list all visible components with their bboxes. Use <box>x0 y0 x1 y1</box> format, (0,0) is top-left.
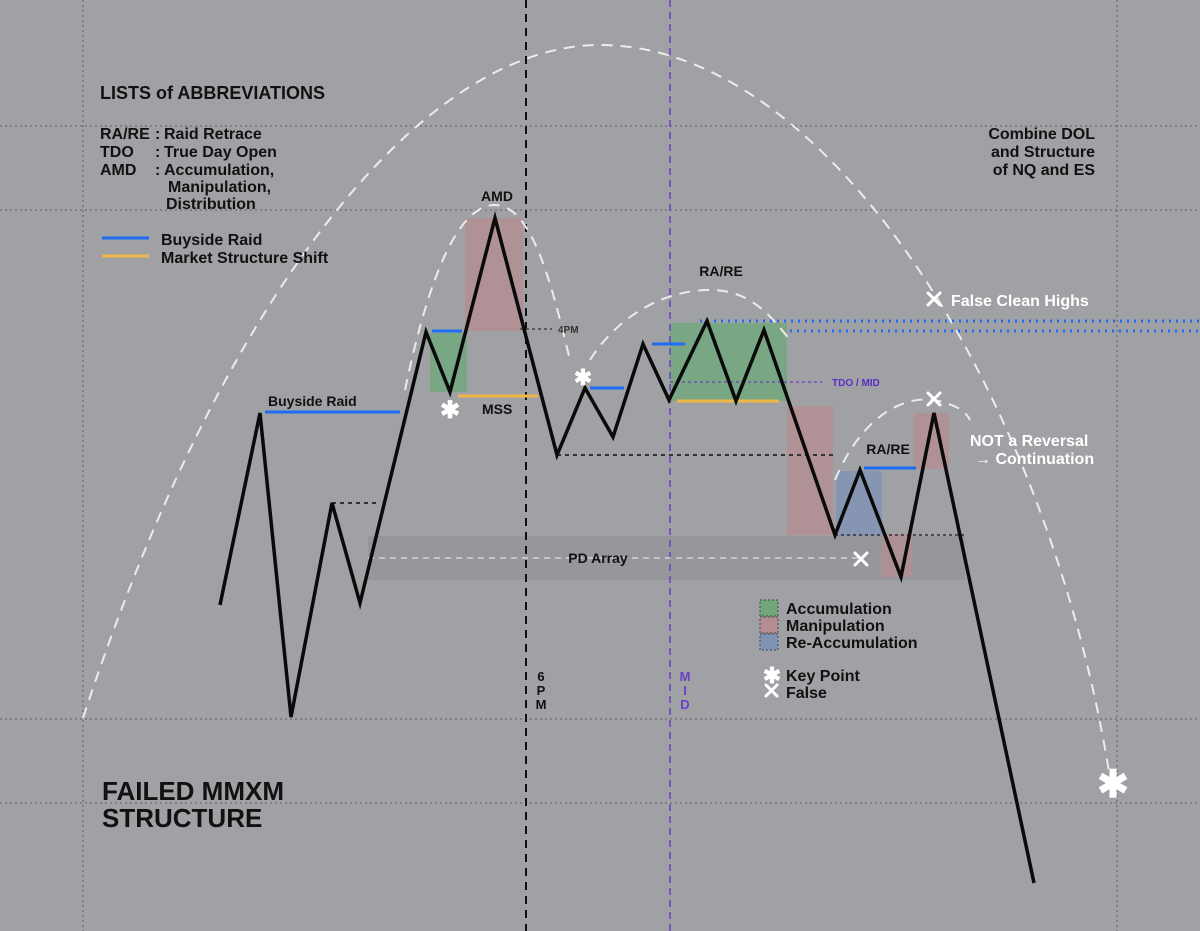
abbrev-sep: : <box>155 144 160 161</box>
rare-top-label: RA/RE <box>699 263 743 279</box>
rare-right-label: RA/RE <box>866 441 910 457</box>
tdo-mid-label: TDO / MID <box>832 378 880 389</box>
svg-text:FAILED MMXM: FAILED MMXM <box>102 776 284 806</box>
manipulation-swatch <box>759 616 779 634</box>
accumulation-zone <box>430 333 467 392</box>
large-arc <box>82 43 1111 779</box>
not-reversal-note: NOT a Reversal → Continuation <box>970 433 1094 468</box>
asterisk-icon: ✱ <box>763 663 781 688</box>
manipulation-zone <box>465 218 523 331</box>
abbrev-key: TDO <box>100 144 134 161</box>
abbrev-sep: : <box>155 126 160 143</box>
six-pm-label: 6 P M <box>536 669 547 712</box>
svg-text:and Structure: and Structure <box>991 144 1095 161</box>
abbrev-title: LISTS of ABBREVIATIONS <box>100 83 325 103</box>
mss-lines <box>458 394 779 403</box>
false-clean-highs-label: False Clean Highs <box>951 293 1089 310</box>
mss-annotation: MSS <box>482 401 512 417</box>
svg-text:I: I <box>683 683 687 698</box>
abbrev-key: RA/RE <box>100 126 150 143</box>
false-x-icon <box>926 291 942 307</box>
abbrev-value: Manipulation, <box>168 179 271 196</box>
abbrev-value: Raid Retrace <box>164 126 262 143</box>
legend-label: Market Structure Shift <box>161 250 329 267</box>
amd-arc <box>404 203 571 391</box>
rare-right-arc <box>834 398 971 481</box>
false-markers <box>853 291 942 567</box>
svg-text:M: M <box>536 697 547 712</box>
legend-label: Manipulation <box>786 618 885 635</box>
legend-label: Key Point <box>786 668 860 685</box>
footer-title: FAILED MMXM STRUCTURE <box>102 776 284 833</box>
reference-lines <box>332 319 1200 559</box>
four-pm-label: 4PM <box>558 325 579 336</box>
key-points: ✱ ✱ ✱ <box>440 365 1129 806</box>
key-point-icon: ✱ <box>574 365 592 390</box>
mid-label: M I D <box>680 669 691 712</box>
rare-top-arc <box>589 288 791 361</box>
svg-text:STRUCTURE: STRUCTURE <box>102 803 262 833</box>
buyside-raid-annotation: Buyside Raid <box>268 393 357 409</box>
svg-text:of NQ and ES: of NQ and ES <box>993 162 1096 179</box>
abbrev-value: True Day Open <box>164 144 277 161</box>
legend-label: Accumulation <box>786 601 892 618</box>
svg-text:6: 6 <box>537 669 544 684</box>
abbrev-sep: : <box>155 162 160 179</box>
abbrev-list: RA/RE : Raid Retrace TDO : True Day Open… <box>100 126 277 213</box>
svg-text:P: P <box>537 683 546 698</box>
abbrev-value: Accumulation, <box>164 162 274 179</box>
manipulation-zone <box>787 406 833 535</box>
legend-label: Re-Accumulation <box>786 635 918 652</box>
svg-text:→ Continuation: → Continuation <box>975 451 1094 468</box>
key-point-icon: ✱ <box>440 397 460 424</box>
zone-legend: Accumulation Manipulation Re-Accumulatio… <box>759 599 918 652</box>
reaccumulation-zone <box>836 471 882 536</box>
amd-label: AMD <box>481 188 513 204</box>
svg-text:M: M <box>680 669 691 684</box>
price-path <box>218 211 1036 884</box>
key-point-icon: ✱ <box>1097 764 1129 806</box>
false-x-icon <box>926 391 942 407</box>
svg-text:D: D <box>680 697 689 712</box>
combine-note: Combine DOL and Structure of NQ and ES <box>988 126 1095 179</box>
zones <box>430 218 949 577</box>
abbrev-value: Distribution <box>166 196 256 213</box>
pd-array-label: PD Array <box>568 550 628 566</box>
legend-label: Buyside Raid <box>161 232 262 249</box>
abbrev-key: AMD <box>100 162 136 179</box>
arcs <box>82 43 1111 779</box>
legend-label: False <box>786 685 827 702</box>
svg-text:Combine DOL: Combine DOL <box>988 126 1095 143</box>
line-legend: Buyside Raid Market Structure Shift <box>102 232 329 267</box>
reaccumulation-swatch <box>759 633 779 651</box>
marker-legend: ✱ Key Point False <box>763 663 861 702</box>
accumulation-swatch <box>759 599 779 617</box>
false-x-icon <box>853 551 869 567</box>
x-mark-icon <box>764 683 779 698</box>
buyside-raid-lines <box>265 329 916 470</box>
svg-text:NOT a Reversal: NOT a Reversal <box>970 433 1088 450</box>
